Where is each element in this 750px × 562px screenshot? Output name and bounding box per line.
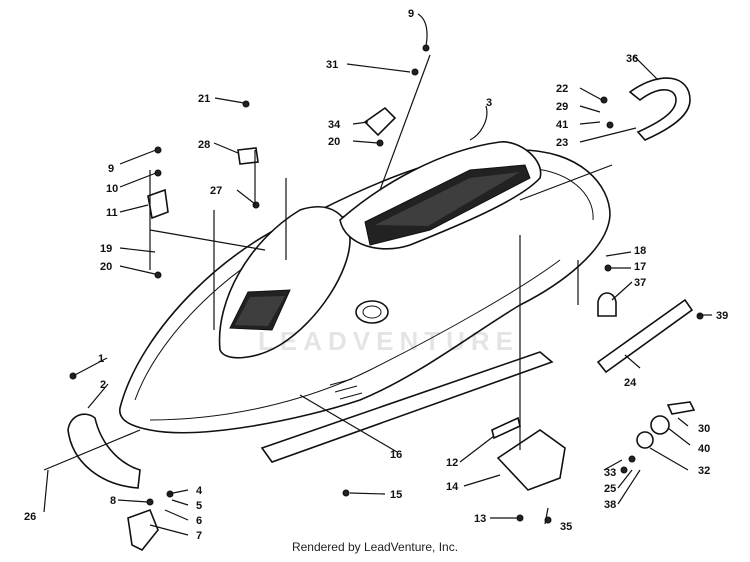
washer-32	[636, 431, 654, 449]
cable-plate	[363, 106, 397, 137]
callout-26: 26	[24, 511, 36, 523]
hood-body	[119, 141, 611, 434]
callout-36: 36	[626, 53, 638, 65]
callout-35: 35	[560, 521, 572, 533]
clamp-plate	[147, 188, 169, 220]
callout-17: 17	[634, 261, 646, 273]
callout-8: 8	[110, 495, 116, 507]
rear-clip	[597, 292, 617, 317]
callout-27: 27	[210, 185, 222, 197]
callout-32: 32	[698, 465, 710, 477]
callout-34: 34	[328, 119, 341, 131]
callout-28: 28	[198, 139, 210, 151]
callout-labels: 1 2 3 4 5 6 7 8 9 9 10 11 12 13 14 15 16…	[24, 8, 728, 542]
footer-credit: Rendered by LeadVenture, Inc.	[291, 540, 459, 554]
side-rail	[260, 351, 554, 463]
callout-24: 24	[624, 377, 637, 389]
callout-11: 11	[106, 207, 118, 219]
callout-39: 39	[716, 310, 728, 322]
callout-10: 10	[106, 183, 118, 195]
callout-15: 15	[390, 489, 402, 501]
callout-20a: 20	[328, 136, 340, 148]
callout-25: 25	[604, 483, 616, 495]
callout-21: 21	[198, 93, 210, 105]
callout-22: 22	[556, 83, 568, 95]
callout-7: 7	[196, 530, 202, 542]
callout-40: 40	[698, 443, 710, 455]
callout-5: 5	[196, 500, 202, 512]
clip-bracket	[491, 416, 521, 440]
callout-9b: 9	[108, 163, 114, 175]
callout-1: 1	[98, 353, 104, 365]
callout-20b: 20	[100, 261, 112, 273]
washer-40	[650, 415, 670, 435]
callout-9a: 9	[408, 8, 414, 20]
skid-bracket	[496, 429, 566, 491]
leader-lines	[43, 13, 712, 536]
callout-23: 23	[556, 137, 568, 149]
mount-bracket	[127, 508, 159, 552]
callout-29: 29	[556, 101, 568, 113]
callout-41: 41	[556, 119, 568, 131]
grab-handle	[628, 77, 691, 141]
callout-2: 2	[100, 379, 106, 391]
callout-3: 3	[486, 97, 492, 109]
front-bumper	[67, 413, 141, 489]
callout-30: 30	[698, 423, 710, 435]
callout-4: 4	[196, 485, 203, 497]
callout-6: 6	[196, 515, 202, 527]
callout-33: 33	[604, 467, 616, 479]
callout-38: 38	[604, 499, 616, 511]
callout-19: 19	[100, 243, 112, 255]
callout-13: 13	[474, 513, 486, 525]
callout-37: 37	[634, 277, 646, 289]
hood-clip	[237, 147, 259, 165]
rear-trim-bar	[596, 298, 694, 374]
callout-31: 31	[326, 59, 338, 71]
callout-18: 18	[634, 245, 646, 257]
callout-12: 12	[446, 457, 458, 469]
latch-30	[666, 401, 696, 415]
watermark: LEADVENTURE	[258, 326, 520, 356]
callout-16: 16	[390, 449, 402, 461]
callout-14: 14	[446, 481, 459, 493]
